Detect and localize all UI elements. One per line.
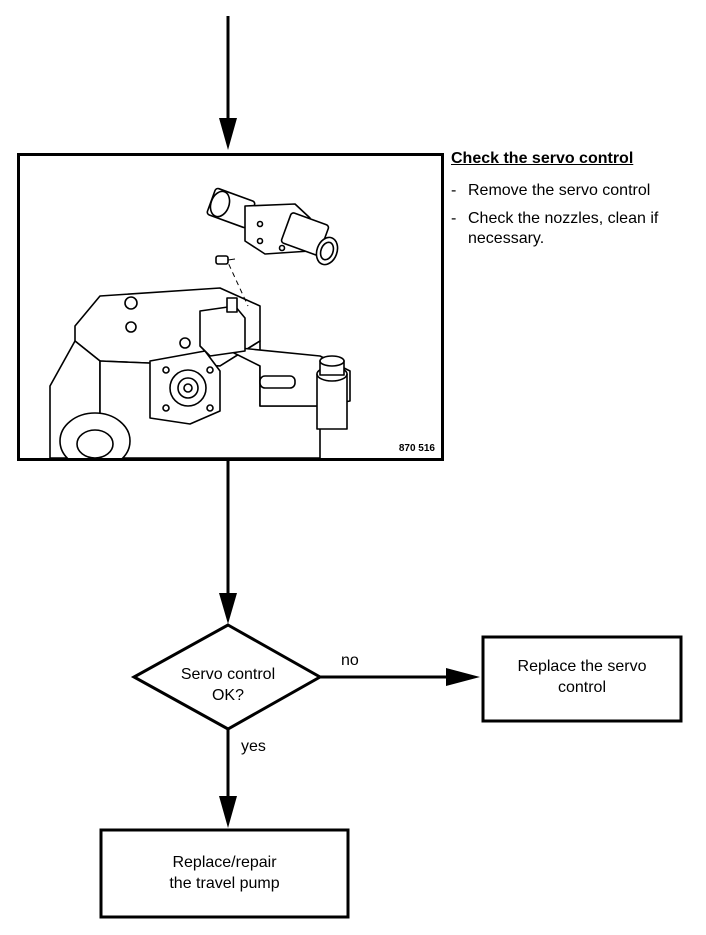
instructions-list: - Remove the servo control - Check the n… (451, 181, 701, 257)
instruction-step-text: Check the nozzles, clean if necessary. (468, 210, 659, 247)
replace-servo-line2: control (557, 679, 607, 696)
servo-control-pump-drawing-icon (49, 187, 351, 458)
replace-pump-box (99, 828, 350, 919)
decision-question-line1: Servo control (180, 666, 276, 683)
no-arrowhead (446, 668, 480, 686)
replace-servo-line1: Replace the servo (517, 658, 647, 675)
no-branch-label: no (341, 652, 359, 669)
instruction-step-text: Remove the servo control (468, 182, 651, 199)
replace-pump-text: Replace/repair the travel pump (104, 852, 345, 894)
instruction-step: - Check the nozzles, clean if necessary. (451, 209, 701, 249)
instruction-step: - Remove the servo control (451, 181, 701, 201)
replace-pump-line2: the travel pump (169, 875, 280, 892)
dash-bullet: - (451, 210, 457, 227)
replace-servo-box (481, 635, 683, 723)
replace-pump-line1: Replace/repair (172, 854, 277, 871)
yes-branch-label: yes (241, 738, 266, 755)
instructions-title: Check the servo control (451, 150, 634, 167)
dash-bullet: - (451, 182, 457, 199)
incoming-arrowhead (219, 118, 237, 150)
decision-question-line2: OK? (211, 687, 244, 704)
servo-control-figure: 870 516 (17, 153, 444, 461)
figure-code-label: 870 516 (398, 443, 435, 454)
replace-servo-text: Replace the servo control (486, 656, 678, 698)
decision-arrowhead (219, 593, 237, 624)
yes-arrowhead (219, 796, 237, 828)
decision-question: Servo control OK? (150, 664, 306, 706)
